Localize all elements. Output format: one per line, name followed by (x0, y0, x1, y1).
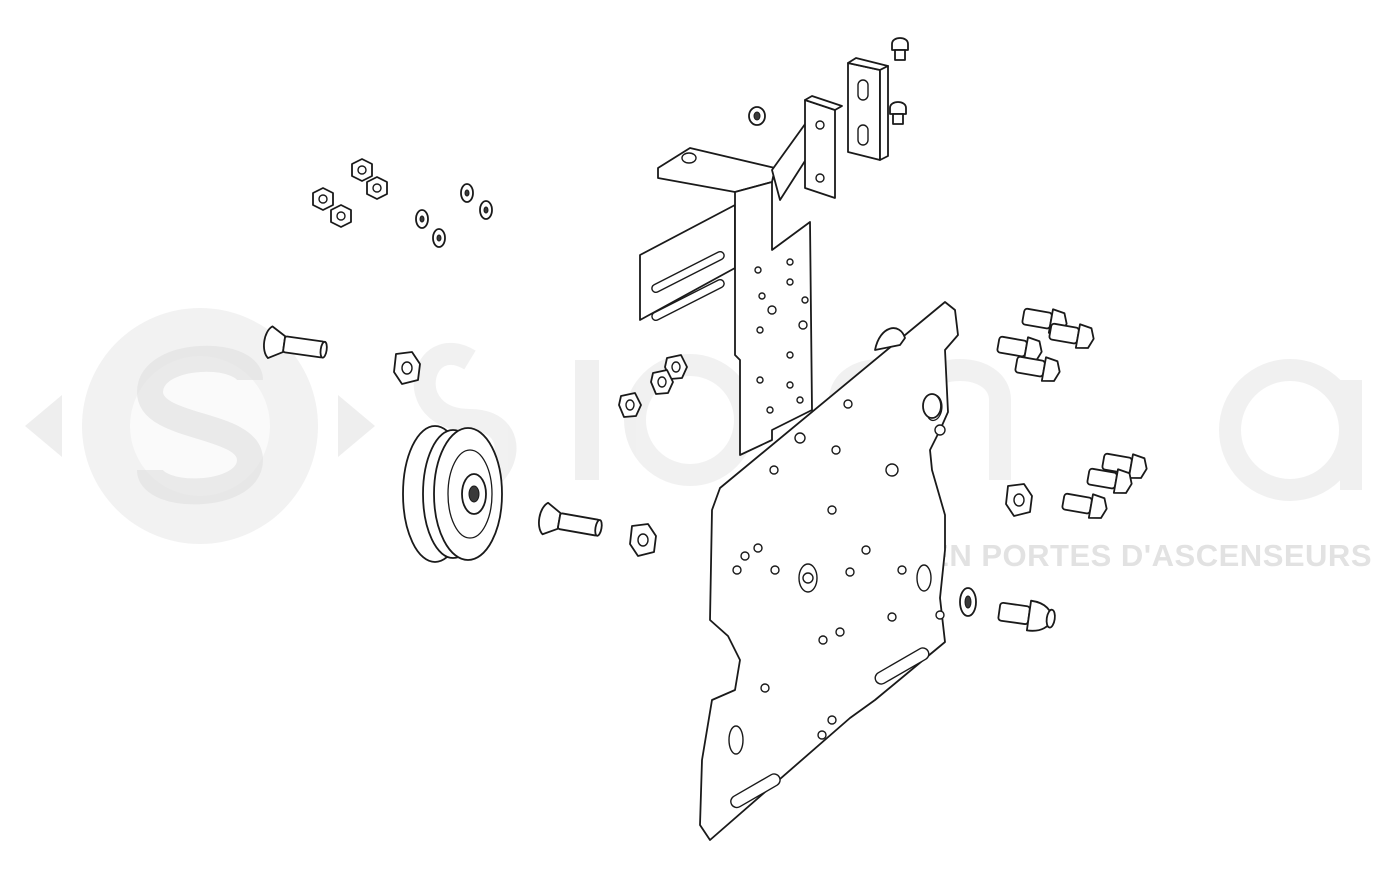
tab-screw-bottom (889, 101, 907, 125)
mounting-tab (804, 95, 843, 199)
washer-group (415, 183, 493, 248)
v-groove-roller (402, 425, 503, 563)
flange-nut-pair (618, 354, 688, 418)
hex-bolt-group (996, 307, 1148, 519)
countersunk-screw-upper (263, 325, 328, 359)
washer-top (748, 106, 766, 126)
washer-right (959, 587, 977, 617)
watermark-logo (25, 308, 375, 544)
hex-nut-right (1005, 483, 1033, 517)
button-head-screw (997, 599, 1056, 632)
main-plate-holes (728, 399, 946, 755)
tab-screw-top (891, 37, 909, 61)
countersunk-screw-lower (538, 501, 603, 537)
vertical-plate-holes (754, 258, 809, 414)
hex-nut-left (393, 351, 421, 385)
flange-nut-group (312, 158, 388, 228)
main-hanger-plate (699, 301, 959, 841)
slotted-hanger-plate (847, 57, 889, 161)
hex-nut-center (629, 523, 657, 557)
support-bracket (639, 119, 819, 456)
